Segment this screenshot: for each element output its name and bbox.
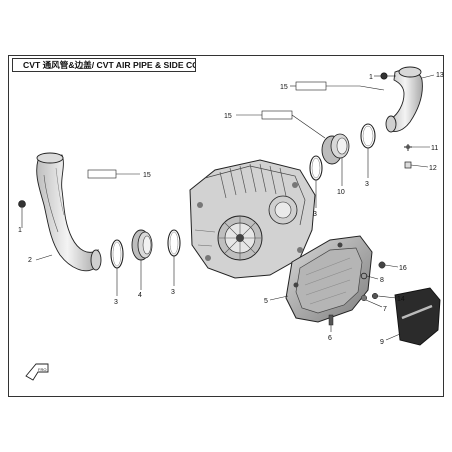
nut-16 [378,261,386,269]
grommet-12 [404,161,412,169]
callout-4: 4 [138,292,142,299]
callout-13: 13 [436,72,444,79]
upper-clamp-3 [309,155,323,181]
leader-lines [21,74,435,341]
left-air-pipe [36,152,102,272]
bolt-left [18,200,26,222]
callout-7: 7 [383,306,387,313]
front-direction-arrow-icon: FRO [25,363,49,381]
left-intake-seal-4 [131,229,153,261]
right-air-pipe [385,66,423,133]
bolt-14 [371,292,379,300]
cvt-housing [189,159,316,279]
callout-3-a: 3 [114,299,118,306]
callout-3-b: 3 [171,289,175,296]
callout-1-right: 1 [369,74,373,81]
callout-5: 5 [264,298,268,305]
callout-15-a: 15 [143,172,151,179]
diagram-title: CVT 通风管&边盖/ CVT AIR PIPE & SIDE COVER [12,58,196,72]
nut-7 [360,294,368,302]
left-clamp-3 [110,239,124,269]
bolt-right [380,72,396,80]
callout-10: 10 [337,189,345,196]
callout-3-d: 3 [365,181,369,188]
callout-15-b: 15 [224,113,232,120]
mid-clamp-3 [167,229,181,257]
callout-3-c: 3 [313,211,317,218]
callout-14: 14 [397,296,405,303]
screw-11 [404,144,412,151]
callout-2: 2 [28,257,32,264]
callout-16: 16 [399,265,407,272]
callout-11: 11 [431,145,438,152]
svg-text:FRO: FRO [38,367,46,372]
callout-1-left: 1 [18,227,22,234]
outlet-seal-10 [321,133,350,165]
callout-9: 9 [380,339,384,346]
callout-12: 12 [429,165,437,172]
bolt-6 [328,314,334,326]
washer-8 [360,272,368,280]
decal-plate [394,287,441,346]
side-cover [285,235,373,323]
callout-15-c: 15 [280,84,288,91]
callout-6: 6 [328,335,332,342]
right-clamp-3 [360,123,376,149]
callout-8: 8 [380,277,384,284]
